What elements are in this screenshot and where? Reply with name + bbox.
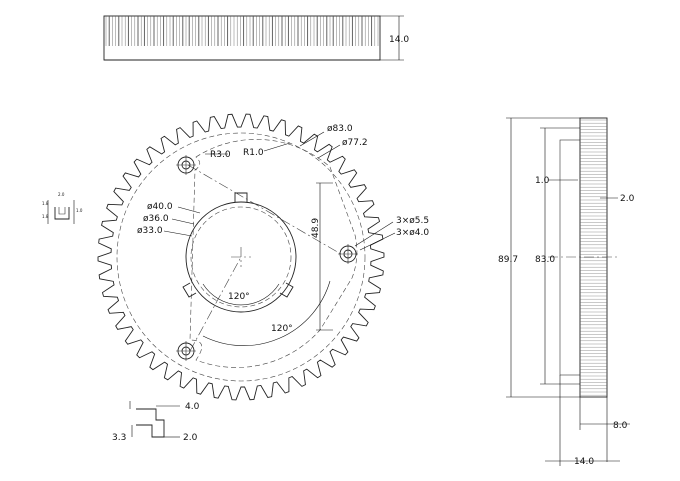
top-view: 14.0 <box>103 15 409 61</box>
label-dia-77-2: ø77.2 <box>342 138 368 148</box>
side-label-14: 14.0 <box>574 457 594 467</box>
gear-teeth <box>97 113 385 401</box>
mini-label-1: 1.8 <box>42 201 49 206</box>
label-48-9: 48.9 <box>311 218 321 238</box>
mini-label-4: 1.8 <box>42 214 49 219</box>
mini-label-3: 1.0 <box>76 208 83 213</box>
key-detail: 4.0 3.3 2.0 <box>112 401 200 443</box>
lightening-cutout <box>189 139 358 368</box>
key-height: 3.3 <box>112 433 126 443</box>
mini-label-2: 2.0 <box>58 192 65 197</box>
label-holes-4-0: 3×ø4.0 <box>396 228 429 238</box>
mount-hole-right <box>338 244 358 264</box>
top-view-body <box>103 15 381 61</box>
label-angle-outer: 120° <box>271 324 293 334</box>
bore-circle <box>185 201 297 313</box>
side-view: 1.0 2.0 83.0 89.7 8.0 14.0 <box>498 117 635 467</box>
top-view-teeth-hatch <box>105 16 379 46</box>
side-label-83: 83.0 <box>535 255 555 265</box>
key-width-bottom: 2.0 <box>183 433 198 443</box>
side-label-8: 8.0 <box>613 421 628 431</box>
side-label-89-7: 89.7 <box>498 255 518 265</box>
key-width-top: 4.0 <box>185 402 200 412</box>
label-dia-83: ø83.0 <box>327 124 353 134</box>
mount-hole-bottom <box>176 341 196 361</box>
side-view-teeth-hatch <box>580 119 607 396</box>
key-top <box>234 192 248 202</box>
top-thickness-label: 14.0 <box>389 35 409 45</box>
key-right <box>279 282 294 298</box>
label-dia-33: ø33.0 <box>137 226 163 236</box>
front-view: ø83.0 ø77.2 R1.0 R3.0 ø40.0 ø36.0 ø33.0 … <box>97 113 429 401</box>
label-angle-inner: 120° <box>228 292 250 302</box>
label-r1: R1.0 <box>243 148 264 158</box>
label-holes-5-5: 3×ø5.5 <box>396 216 429 226</box>
side-view-hub <box>559 139 581 376</box>
bore-dia-36 <box>190 206 292 308</box>
side-label-2-0: 2.0 <box>620 194 635 204</box>
gear-tooth-profile <box>97 113 385 401</box>
label-r3: R3.0 <box>210 150 231 160</box>
label-dia-36: ø36.0 <box>143 214 169 224</box>
mini-detail: 1.8 2.0 1.0 1.8 <box>42 192 83 224</box>
root-circle <box>116 132 366 382</box>
mount-hole-top <box>176 155 196 175</box>
key-left <box>182 282 197 298</box>
label-dia-40: ø40.0 <box>147 202 173 212</box>
side-label-1-0: 1.0 <box>535 176 550 186</box>
